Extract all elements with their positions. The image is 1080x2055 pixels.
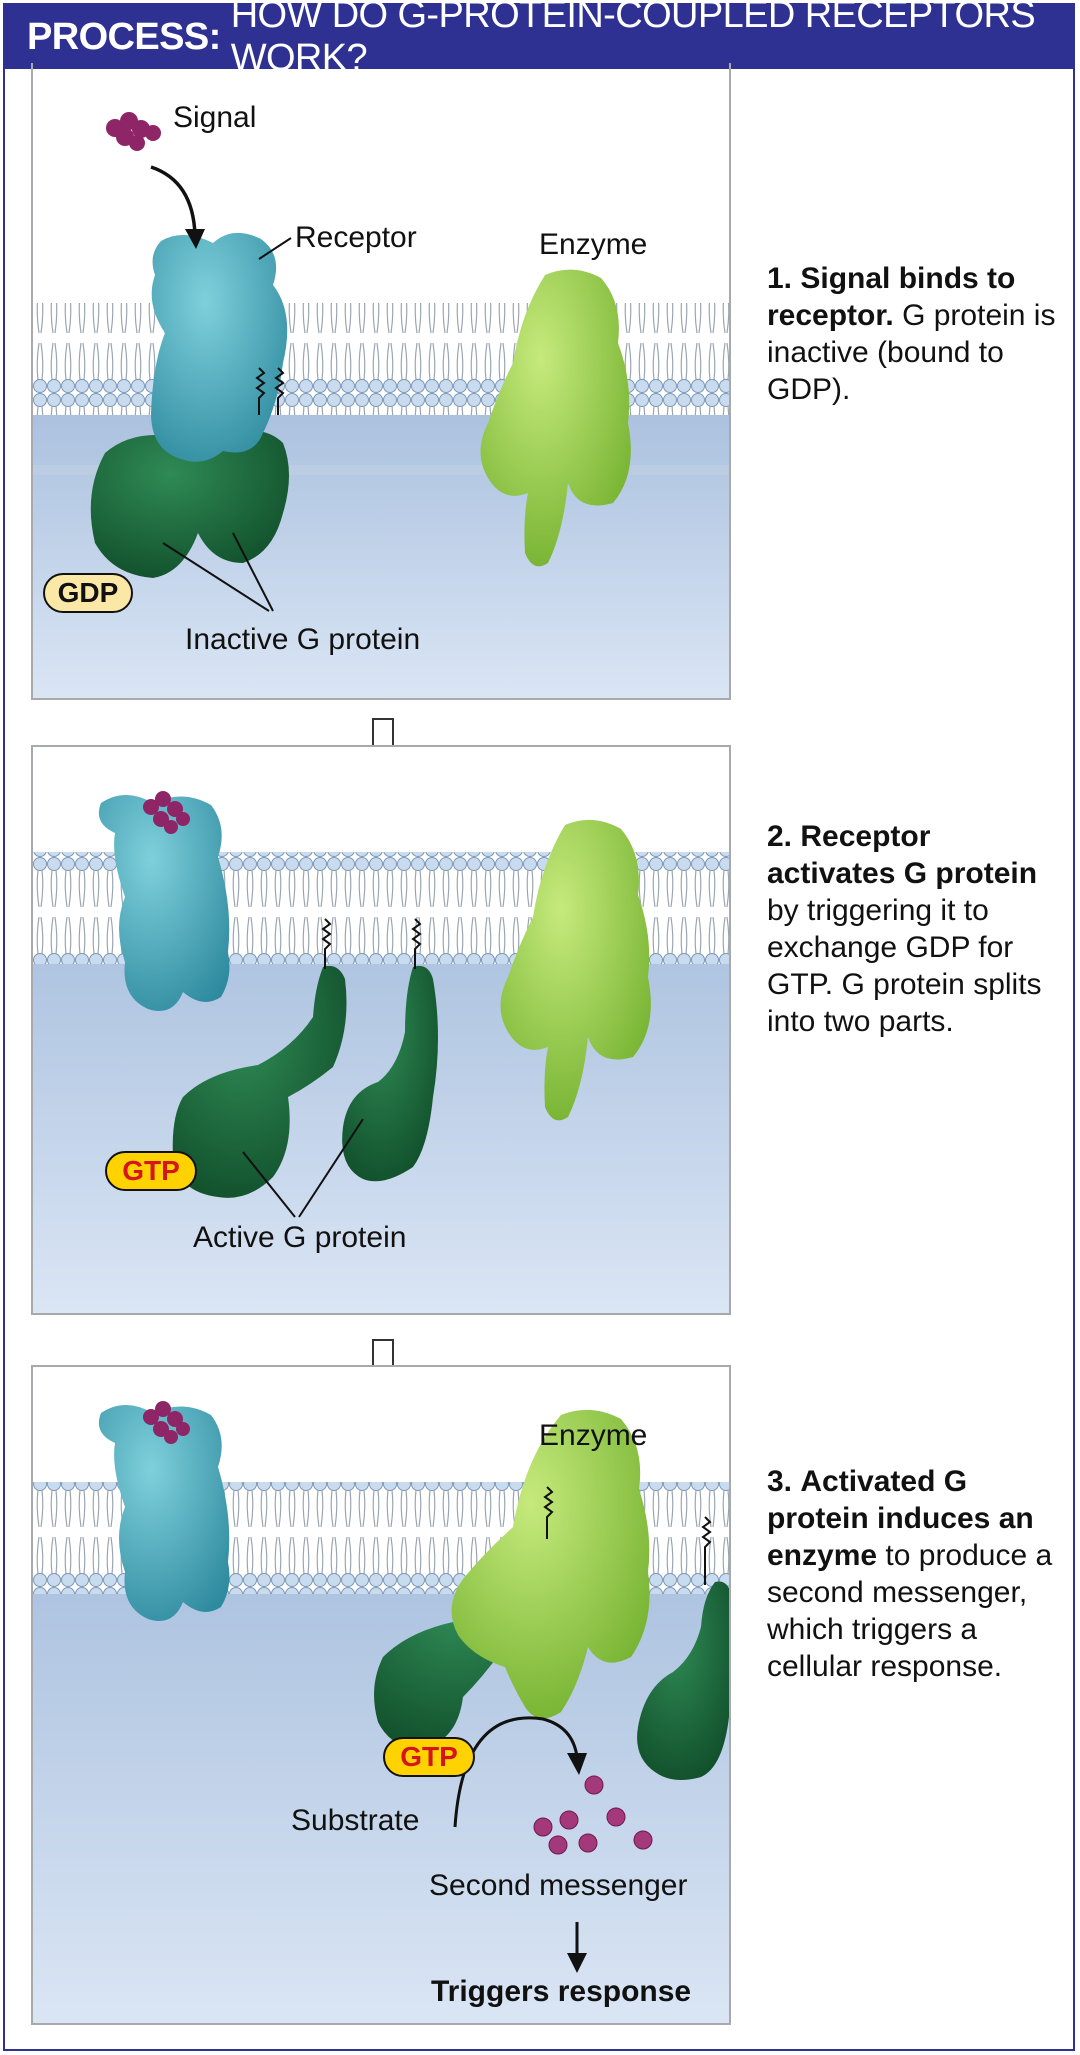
triggers-response-label: Triggers response xyxy=(431,1975,692,2008)
signal-molecule-icon xyxy=(106,112,161,151)
signal-molecule-icon xyxy=(143,1401,190,1444)
receptor-protein-icon xyxy=(151,232,288,462)
receptor-protein-icon xyxy=(98,1405,230,1621)
enzyme-protein-icon xyxy=(451,1409,650,1719)
header-title: HOW DO G-PROTEIN-COUPLED RECEPTORS WORK? xyxy=(230,0,1036,79)
panel-step-2: GTP Active G protein xyxy=(31,745,731,1315)
panel-step-1: Signal Receptor Enzyme GDP Inactive G pr… xyxy=(31,63,731,700)
gtp-badge: GTP xyxy=(105,1151,197,1191)
step-3-description: 3. Activated G protein induces an enzyme… xyxy=(767,1463,1067,1685)
panel-2-illustration xyxy=(33,747,729,1313)
second-messenger-label: Second messenger xyxy=(429,1869,688,1902)
enzyme-label: Enzyme xyxy=(539,228,648,261)
gdp-badge: GDP xyxy=(43,573,133,613)
enzyme-protein-icon xyxy=(500,819,651,1121)
inactive-g-protein-icon xyxy=(90,429,289,578)
active-g-protein-betagamma-icon xyxy=(342,965,438,1182)
figure-frame: PROCESS: HOW DO G-PROTEIN-COUPLED RECEPT… xyxy=(3,0,1075,2051)
active-g-protein-betagamma-icon xyxy=(637,1581,729,1781)
header-title-bold: PROCESS: xyxy=(27,15,221,58)
signal-label: Signal xyxy=(173,101,257,134)
lipid-anchor xyxy=(255,367,285,415)
panel-step-3: Enzyme GTP Substrate Second messenger Tr… xyxy=(31,1365,731,2025)
step-3-text: to produce a second messenger, which tri… xyxy=(767,1539,1053,1683)
curved-arrow-icon xyxy=(150,165,197,236)
step-2-heading: Receptor activates G protein xyxy=(767,820,1038,890)
enzyme-label: Enzyme xyxy=(539,1419,648,1452)
receptor-protein-icon xyxy=(98,795,230,1011)
figure-header: PROCESS: HOW DO G-PROTEIN-COUPLED RECEPT… xyxy=(5,0,1073,79)
active-g-protein-alpha-icon xyxy=(172,965,347,1198)
step-1-number: 1. xyxy=(767,262,793,295)
step-2-description: 2. Receptor activates G protein by trigg… xyxy=(767,818,1067,1040)
step-1-heading: Signal binds to receptor. xyxy=(767,262,1016,332)
enzyme-protein-icon xyxy=(480,269,631,567)
step-2-text: by triggering it to exchange GDP for GTP… xyxy=(767,894,1042,1038)
panel-1-illustration xyxy=(33,112,729,698)
second-messenger-molecules xyxy=(533,1775,653,1855)
active-g-protein-label: Active G protein xyxy=(193,1221,407,1254)
lipid-anchor xyxy=(321,918,422,969)
signal-molecule-icon xyxy=(143,791,190,834)
lipid-anchor xyxy=(543,1486,712,1585)
step-1-description: 1. Signal binds to receptor. G protein i… xyxy=(767,260,1067,408)
step-3-number: 3. xyxy=(767,1465,793,1498)
curved-arrow-icon xyxy=(453,1716,579,1828)
step-2-number: 2. xyxy=(767,820,793,853)
receptor-label: Receptor xyxy=(295,221,417,254)
inactive-g-protein-label: Inactive G protein xyxy=(185,623,421,656)
panel-3-illustration xyxy=(33,1367,729,2023)
gtp-badge: GTP xyxy=(383,1737,475,1777)
step-1-text: G protein is inactive (bound to GDP). xyxy=(767,299,1056,406)
substrate-label: Substrate xyxy=(291,1804,420,1837)
step-3-heading: Activated G protein induces an enzyme xyxy=(767,1465,1034,1572)
